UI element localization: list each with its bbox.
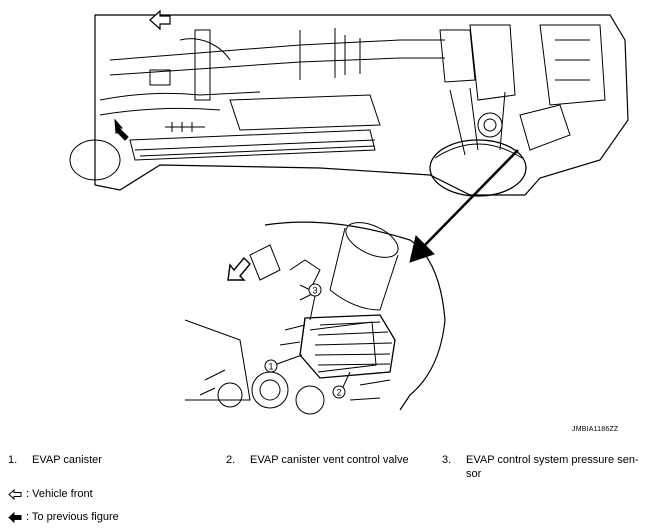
symbol-key-label: : Vehicle front (26, 488, 93, 500)
legend-label: EVAP canister (32, 454, 102, 466)
vehicle-front-arrow-icon (149, 9, 171, 31)
underbody-view (69, 14, 629, 197)
callout-2-label: 2 (336, 388, 341, 398)
callout-3: 3 (308, 283, 322, 321)
canister-detail-view (184, 221, 446, 415)
legend-number: 2. (226, 454, 236, 466)
previous-figure-key-icon (8, 512, 22, 523)
vehicle-front-key-icon (8, 489, 22, 500)
callout-2: 2 (332, 371, 351, 399)
legend-label: EVAP canister vent control valve (250, 454, 409, 466)
callout-1-label: 1 (268, 362, 273, 372)
legend-number: 3. (442, 454, 452, 466)
legend-number: 1. (8, 454, 18, 466)
legend-label: EVAP control system pressure sen- sor (466, 454, 639, 480)
callout-3-label: 3 (312, 286, 317, 296)
callout-1: 1 (264, 354, 303, 373)
vehicle-front-arrow-icon-detail (227, 256, 251, 281)
previous-figure-arrow-icon (114, 118, 129, 141)
symbol-key-label: : To previous figure (26, 511, 119, 523)
figure-id: JMBIA1186ZZ (572, 426, 619, 433)
leader-arrow (409, 149, 519, 263)
diagram-figure: 1 2 3 JMBIA1186ZZ (69, 9, 629, 433)
